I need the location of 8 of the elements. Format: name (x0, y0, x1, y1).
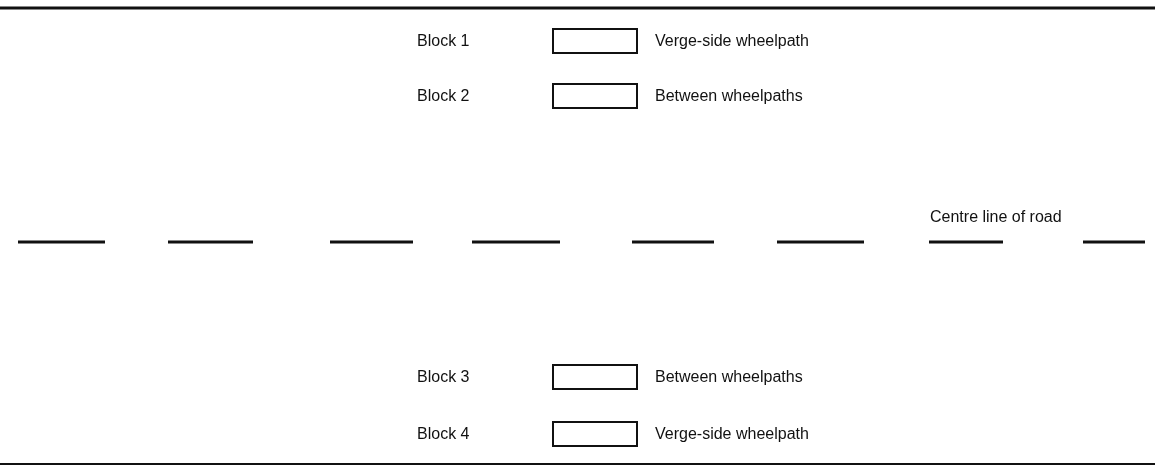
sample-block (552, 421, 638, 447)
position-label: Between wheelpaths (655, 86, 803, 106)
sample-block (552, 83, 638, 109)
position-label: Between wheelpaths (655, 367, 803, 387)
position-label: Verge-side wheelpath (655, 31, 809, 51)
position-label: Verge-side wheelpath (655, 424, 809, 444)
sample-block (552, 28, 638, 54)
sample-block (552, 364, 638, 390)
